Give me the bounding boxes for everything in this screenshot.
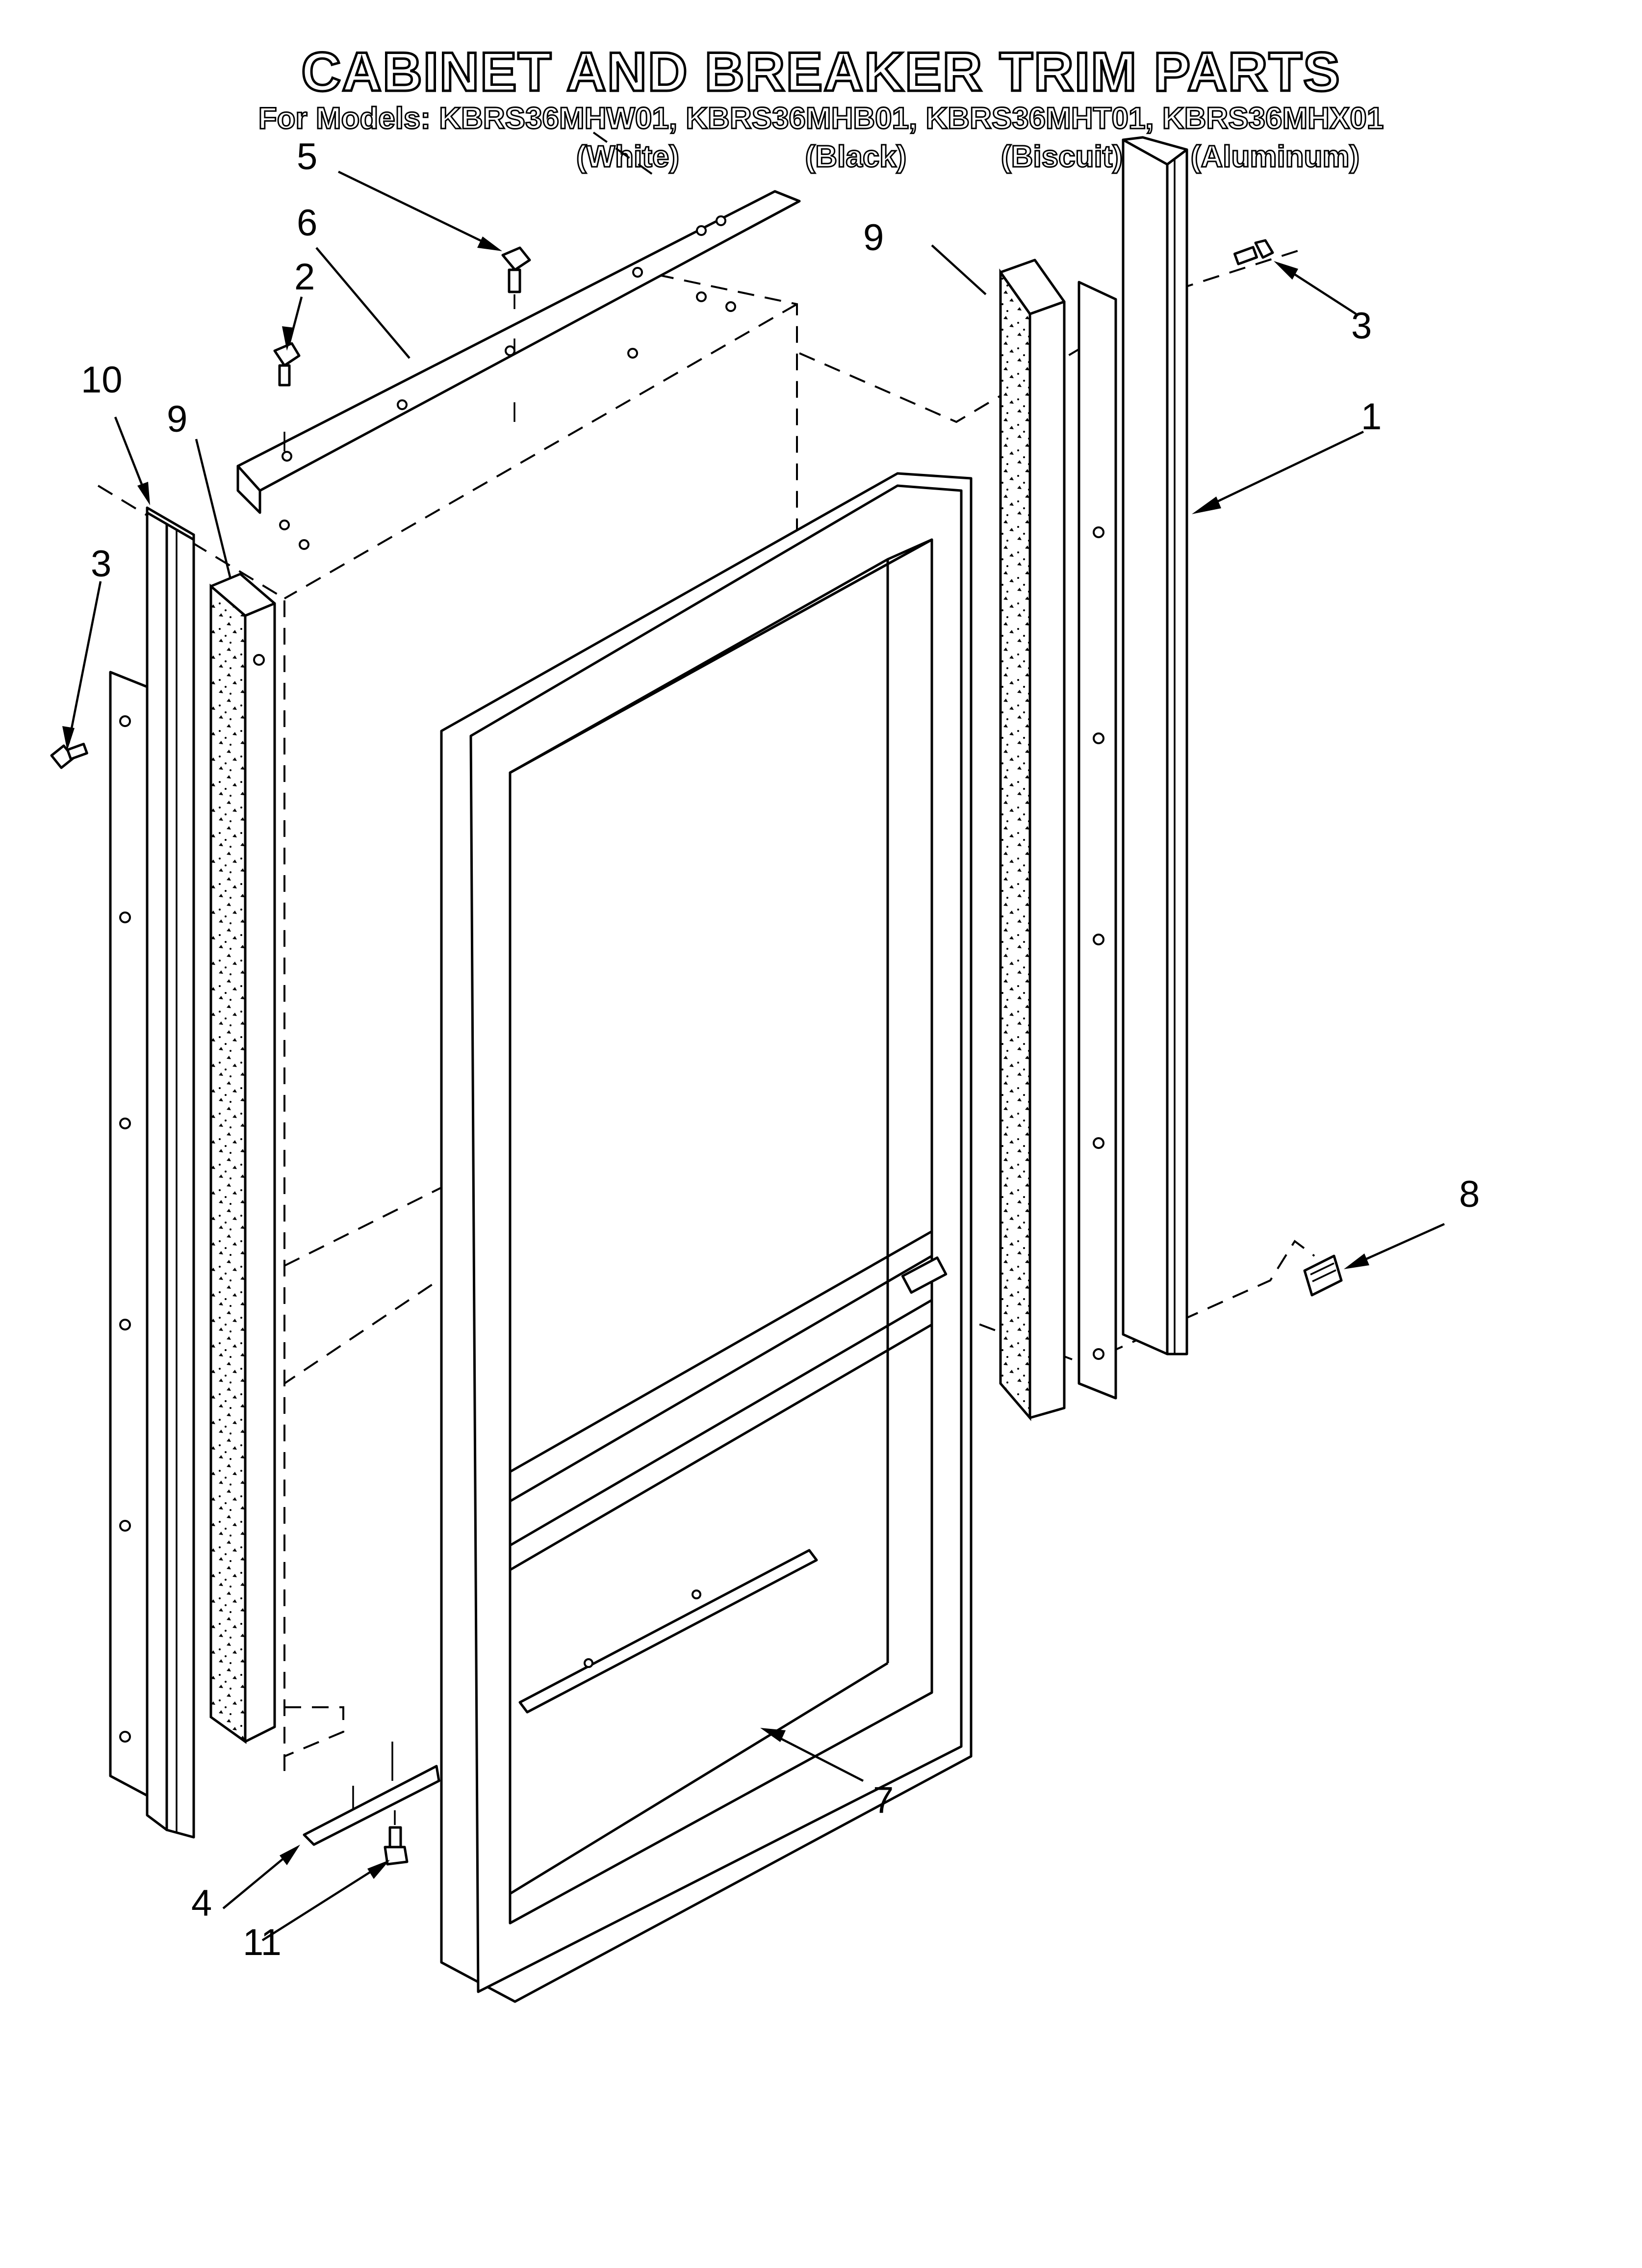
models-line: For Models: KBRS36MHW01, KBRS36MHB01, KB…: [258, 102, 1384, 135]
screw-right-side: [1233, 239, 1274, 265]
callout-10: 10: [81, 359, 123, 401]
bottom-trim: [303, 1742, 440, 1846]
variant-black: (Black): [805, 140, 907, 174]
right-backing-plate: [1078, 281, 1117, 1400]
header: CABINET AND BREAKER TRIM PARTS For Model…: [257, 40, 1385, 175]
callout-6: 6: [297, 202, 317, 244]
diagram-title: CABINET AND BREAKER TRIM PARTS: [301, 41, 1341, 103]
door-frame: [440, 472, 973, 2003]
callout-3-left: 3: [91, 543, 111, 585]
foam-strip-right: [999, 259, 1106, 1421]
callout-5: 5: [297, 136, 317, 178]
screw-left-side: [50, 742, 88, 769]
right-trim-channel: [1122, 136, 1188, 1356]
foam-strip-left: [209, 573, 276, 1744]
callout-numbers: 1 2 3 3 4 5 6 7 8 9 9 10 11: [81, 136, 1480, 1963]
screw-bottom: [384, 1810, 409, 1866]
variant-biscuit: (Biscuit): [1001, 140, 1123, 174]
screw-left-top: [273, 342, 301, 451]
clip: [1303, 1254, 1343, 1297]
top-trim-strip: [236, 190, 801, 550]
leader-lines: [62, 170, 1445, 1941]
callout-9-left: 9: [167, 398, 187, 440]
left-backing-plate: [109, 671, 149, 1797]
callout-11: 11: [243, 1922, 282, 1963]
callout-3-right: 3: [1351, 305, 1372, 347]
callout-7: 7: [873, 1779, 894, 1821]
left-trim-channel: [146, 506, 195, 1839]
callout-4: 4: [191, 1882, 212, 1924]
callout-9-right: 9: [863, 217, 884, 259]
callout-1: 1: [1361, 396, 1382, 438]
callout-8: 8: [1459, 1173, 1480, 1215]
screw-top: [501, 246, 531, 422]
callout-2: 2: [294, 256, 315, 298]
variant-aluminum: (Aluminum): [1191, 140, 1360, 174]
